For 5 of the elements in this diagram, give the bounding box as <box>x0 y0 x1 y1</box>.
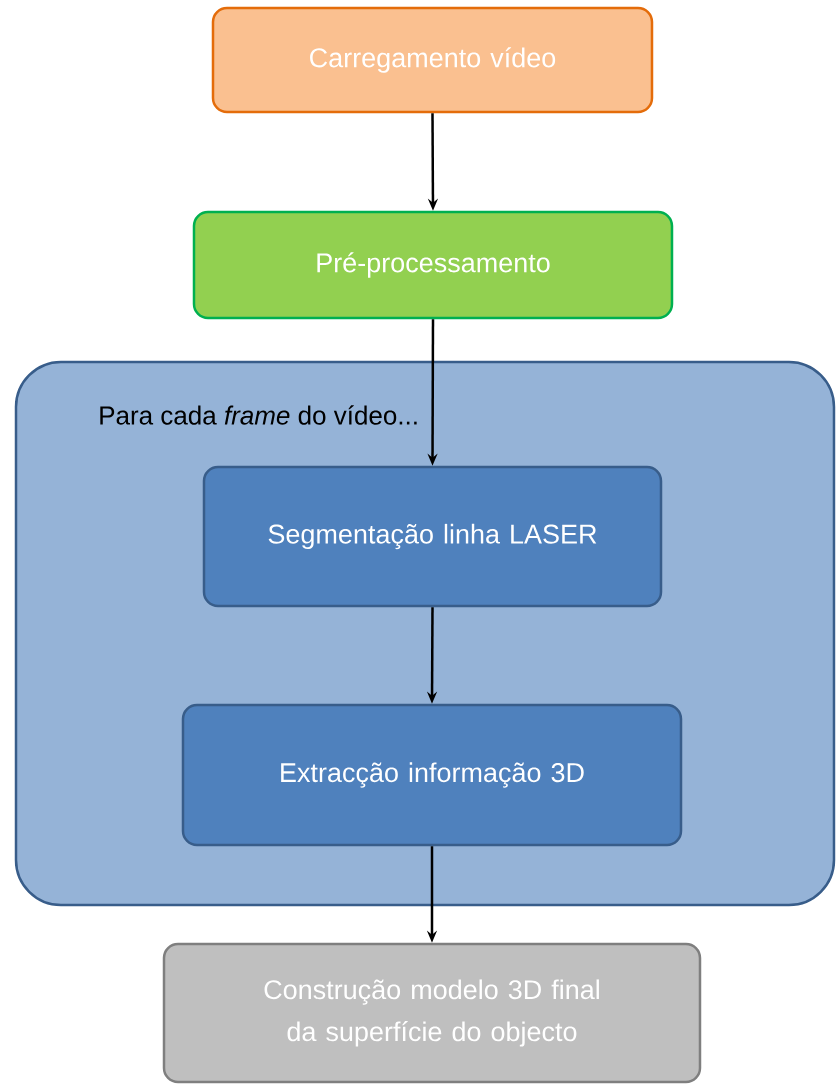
process-box: Construção modelo 3D final da superfície do objecto <box>162 942 702 1084</box>
process-box: Carregamento vídeo <box>211 6 654 114</box>
process-box: Segmentação linha LASER <box>202 465 663 608</box>
process-box: Extracção informação 3D <box>181 703 683 847</box>
process-box: Pré-processamento <box>192 210 674 320</box>
